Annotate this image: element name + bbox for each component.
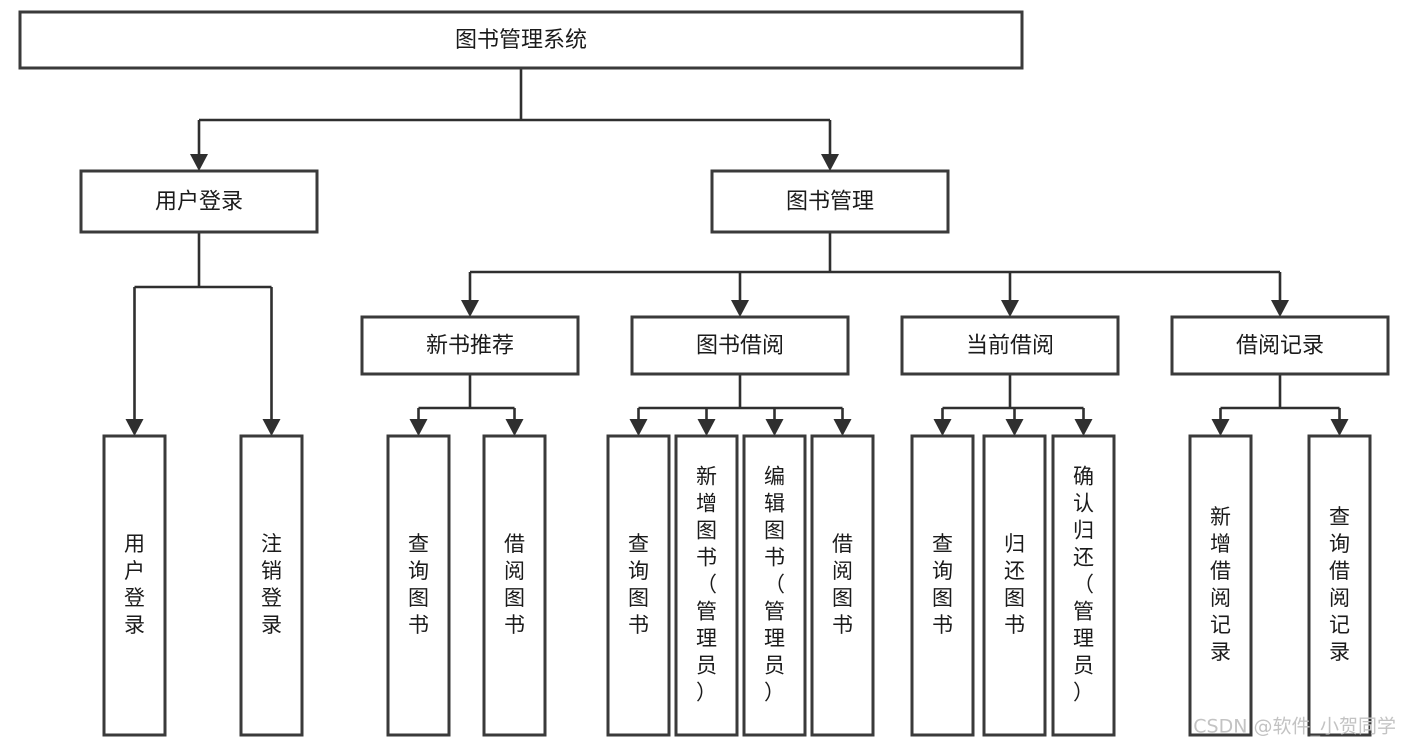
node-box — [1307, 434, 1372, 737]
arrow-head-icon — [190, 154, 208, 171]
node-label: 用户登录 — [124, 532, 145, 637]
node-label: 图书管理系统 — [455, 28, 587, 53]
node-user-login[interactable]: 用户登录 — [79, 169, 319, 234]
arrow-head-icon — [765, 419, 784, 436]
node-box — [710, 169, 950, 234]
node-box — [239, 434, 304, 737]
node-label: 新增图书（管理员） — [696, 465, 717, 705]
node-leaf-query-borrow-record[interactable]: 查询借阅记录 — [1307, 434, 1372, 737]
arrow-head-icon — [833, 419, 852, 436]
node-label: 查询借阅记录 — [1329, 505, 1350, 664]
node-label: 归还图书 — [1004, 532, 1025, 637]
arrow-head-icon — [461, 300, 479, 317]
node-label: 确认归还（管理员） — [1073, 465, 1094, 705]
arrow-head-icon — [262, 419, 281, 436]
node-box — [810, 434, 875, 737]
node-label: 新书推荐 — [426, 334, 514, 359]
node-leaf-add-book-admin[interactable]: 新增图书（管理员） — [674, 434, 739, 737]
node-box — [482, 434, 547, 737]
node-box — [102, 434, 167, 737]
node-new-book-recommend[interactable]: 新书推荐 — [360, 315, 580, 376]
node-leaf-borrow-book-recommend[interactable]: 借阅图书 — [482, 434, 547, 737]
arrow-head-icon — [1001, 300, 1019, 317]
node-leaf-user-login[interactable]: 用户登录 — [102, 434, 167, 737]
node-leaf-query-book-borrow[interactable]: 查询图书 — [606, 434, 671, 737]
node-label: 借阅图书 — [504, 532, 525, 637]
node-leaf-logout[interactable]: 注销登录 — [239, 434, 304, 737]
node-box — [630, 315, 850, 376]
node-label: 查询图书 — [932, 532, 953, 637]
arrow-head-icon — [697, 419, 716, 436]
node-box — [386, 434, 451, 737]
node-box — [742, 434, 807, 737]
node-book-borrow[interactable]: 图书借阅 — [630, 315, 850, 376]
node-box — [910, 434, 975, 737]
node-borrow-record[interactable]: 借阅记录 — [1170, 315, 1390, 376]
node-leaf-edit-book-admin[interactable]: 编辑图书（管理员） — [742, 434, 807, 737]
node-label: 查询图书 — [408, 532, 429, 637]
node-label: 新增借阅记录 — [1210, 505, 1231, 664]
node-leaf-return-book[interactable]: 归还图书 — [982, 434, 1047, 737]
node-leaf-add-borrow-record[interactable]: 新增借阅记录 — [1188, 434, 1253, 737]
arrow-head-icon — [731, 300, 749, 317]
node-label: 查询图书 — [628, 532, 649, 637]
arrow-head-icon — [629, 419, 648, 436]
node-box — [360, 315, 580, 376]
node-label: 当前借阅 — [966, 334, 1054, 359]
node-book-management[interactable]: 图书管理 — [710, 169, 950, 234]
node-box — [606, 434, 671, 737]
node-label: 借阅图书 — [832, 532, 853, 637]
node-label: 借阅记录 — [1236, 334, 1324, 359]
node-box — [79, 169, 319, 234]
arrow-head-icon — [125, 419, 144, 436]
node-label: 编辑图书（管理员） — [764, 465, 785, 705]
node-label: 图书借阅 — [696, 334, 784, 359]
csdn-watermark: CSDN @软件_小贺同学 — [1193, 716, 1396, 738]
node-box — [1188, 434, 1253, 737]
node-box — [674, 434, 739, 737]
node-box — [900, 315, 1120, 376]
node-label: 图书管理 — [786, 190, 874, 215]
node-leaf-query-book-current[interactable]: 查询图书 — [910, 434, 975, 737]
node-box — [1170, 315, 1390, 376]
arrow-head-icon — [505, 419, 524, 436]
arrow-head-icon — [821, 154, 839, 171]
arrow-head-icon — [1005, 419, 1024, 436]
node-layer: 图书管理系统用户登录图书管理新书推荐图书借阅当前借阅借阅记录用户登录注销登录查询… — [18, 10, 1390, 737]
node-label: 用户登录 — [155, 190, 243, 215]
node-root[interactable]: 图书管理系统 — [18, 10, 1024, 70]
node-leaf-query-book-recommend[interactable]: 查询图书 — [386, 434, 451, 737]
node-current-borrow[interactable]: 当前借阅 — [900, 315, 1120, 376]
node-label: 注销登录 — [261, 532, 282, 637]
arrow-head-icon — [933, 419, 952, 436]
node-leaf-confirm-return-admin[interactable]: 确认归还（管理员） — [1051, 434, 1116, 737]
node-box — [1051, 434, 1116, 737]
arrow-head-icon — [1271, 300, 1289, 317]
arrow-head-icon — [1330, 419, 1349, 436]
connector-layer — [125, 68, 1349, 436]
node-box — [982, 434, 1047, 737]
arrow-head-icon — [1074, 419, 1093, 436]
arrow-head-icon — [409, 419, 428, 436]
arrow-head-icon — [1211, 419, 1230, 436]
node-leaf-borrow-book[interactable]: 借阅图书 — [810, 434, 875, 737]
node-box — [18, 10, 1024, 70]
